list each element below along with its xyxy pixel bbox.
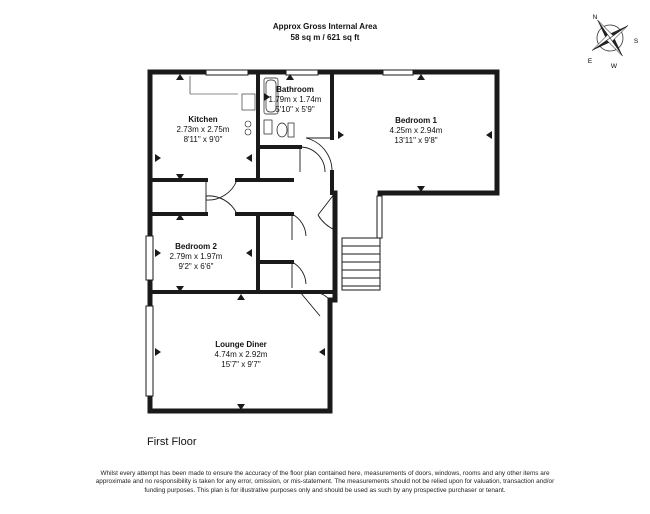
room-name: Bedroom 1 (395, 116, 437, 125)
bathroom-fixtures (263, 77, 295, 138)
basin-icon (263, 119, 273, 135)
room-metric: 1.79m x 1.74m (268, 95, 322, 104)
area-header: Approx Gross Internal Area 58 sq m / 621… (0, 21, 650, 43)
sink-icon (241, 93, 256, 111)
room-metric: 4.74m x 2.92m (214, 350, 268, 359)
hob-icon (244, 120, 252, 128)
doors (205, 137, 336, 317)
compass-north: N (593, 14, 598, 21)
room-name: Lounge Diner (215, 340, 267, 349)
room-imperial: 13'11" x 9'8" (394, 136, 438, 145)
kitchen-fixtures (189, 76, 256, 136)
area-value: 58 sq m / 621 sq ft (290, 33, 360, 42)
room-imperial: 5'10" x 5'9" (275, 105, 315, 114)
compass-rose-icon: N E S W (588, 14, 639, 70)
room-label-bedroom-2: Bedroom 2 2.79m x 1.97m 9'2" x 6'6" (170, 242, 223, 272)
stairs (341, 237, 381, 291)
room-name: Kitchen (188, 115, 218, 124)
room-name: Bathroom (276, 85, 314, 94)
room-metric: 2.73m x 2.75m (176, 125, 230, 134)
room-label-bedroom-1: Bedroom 1 4.25m x 2.94m 13'11" x 9'8" (390, 116, 443, 146)
disclaimer-text: Whilst every attempt has been made to en… (95, 470, 555, 494)
room-metric: 2.79m x 1.97m (169, 252, 223, 261)
windows (145, 69, 414, 397)
room-label-kitchen: Kitchen 2.73m x 2.75m 8'11" x 9'0" (177, 115, 230, 145)
area-title: Approx Gross Internal Area (272, 22, 378, 31)
compass-east: E (588, 58, 593, 65)
floor-label: First Floor (147, 436, 197, 448)
room-imperial: 15'7" x 9'7" (221, 360, 261, 369)
compass-south: S (634, 38, 639, 45)
room-imperial: 9'2" x 6'6" (178, 262, 214, 271)
room-metric: 4.25m x 2.94m (389, 126, 443, 135)
compass-west: W (611, 63, 618, 70)
room-imperial: 8'11" x 9'0" (183, 135, 223, 144)
room-label-lounge-diner: Lounge Diner 4.74m x 2.92m 15'7" x 9'7" (215, 340, 268, 370)
room-name: Bedroom 2 (175, 242, 217, 251)
room-label-bathroom: Bathroom 1.79m x 1.74m 5'10" x 5'9" (269, 85, 322, 115)
dimension-markers (155, 74, 492, 410)
toilet-icon (276, 122, 288, 138)
